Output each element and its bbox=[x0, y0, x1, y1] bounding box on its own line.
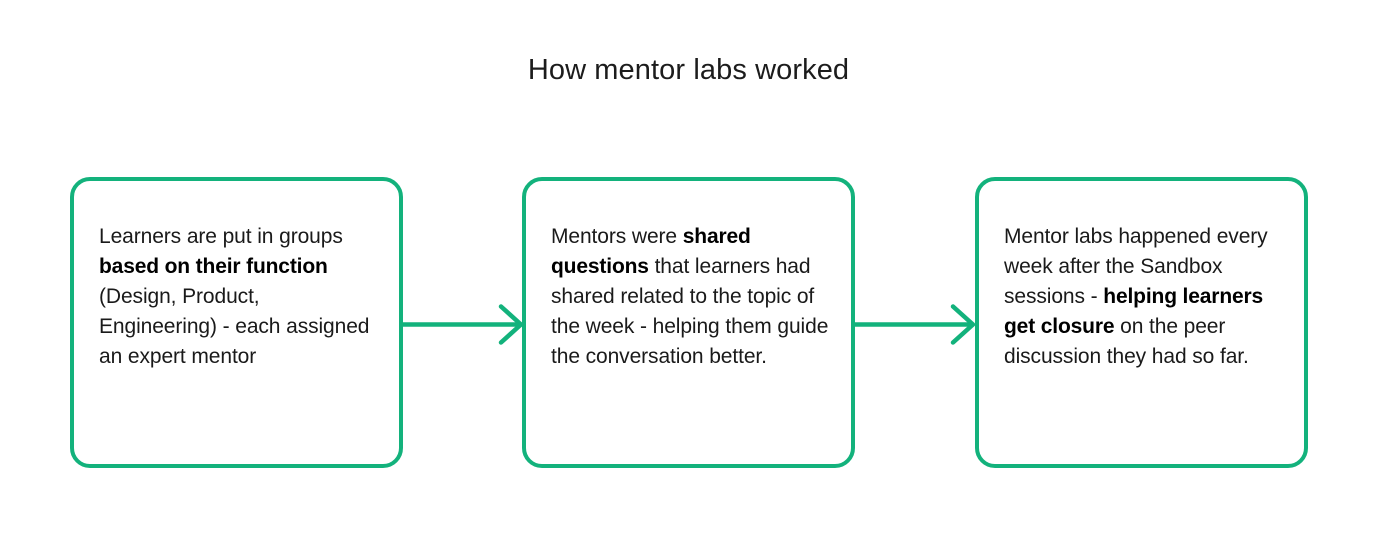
flow-step-text-2: Mentors were shared questions that learn… bbox=[551, 225, 829, 368]
flow-step-box-2: Mentors were shared questions that learn… bbox=[522, 177, 855, 468]
flow-step-text-1: Learners are put in groups based on thei… bbox=[99, 225, 370, 368]
flow-step-box-1: Learners are put in groups based on thei… bbox=[70, 177, 403, 468]
arrow-right-icon bbox=[401, 304, 524, 345]
flow-step-box-3: Mentor labs happened every week after th… bbox=[975, 177, 1308, 468]
flow-step-text-3: Mentor labs happened every week after th… bbox=[1004, 225, 1268, 368]
page-title: How mentor labs worked bbox=[527, 54, 850, 86]
arrow-right-icon bbox=[853, 304, 976, 345]
arrow-right-icon-2 bbox=[853, 300, 977, 350]
arrow-right-icon-1 bbox=[401, 300, 525, 350]
